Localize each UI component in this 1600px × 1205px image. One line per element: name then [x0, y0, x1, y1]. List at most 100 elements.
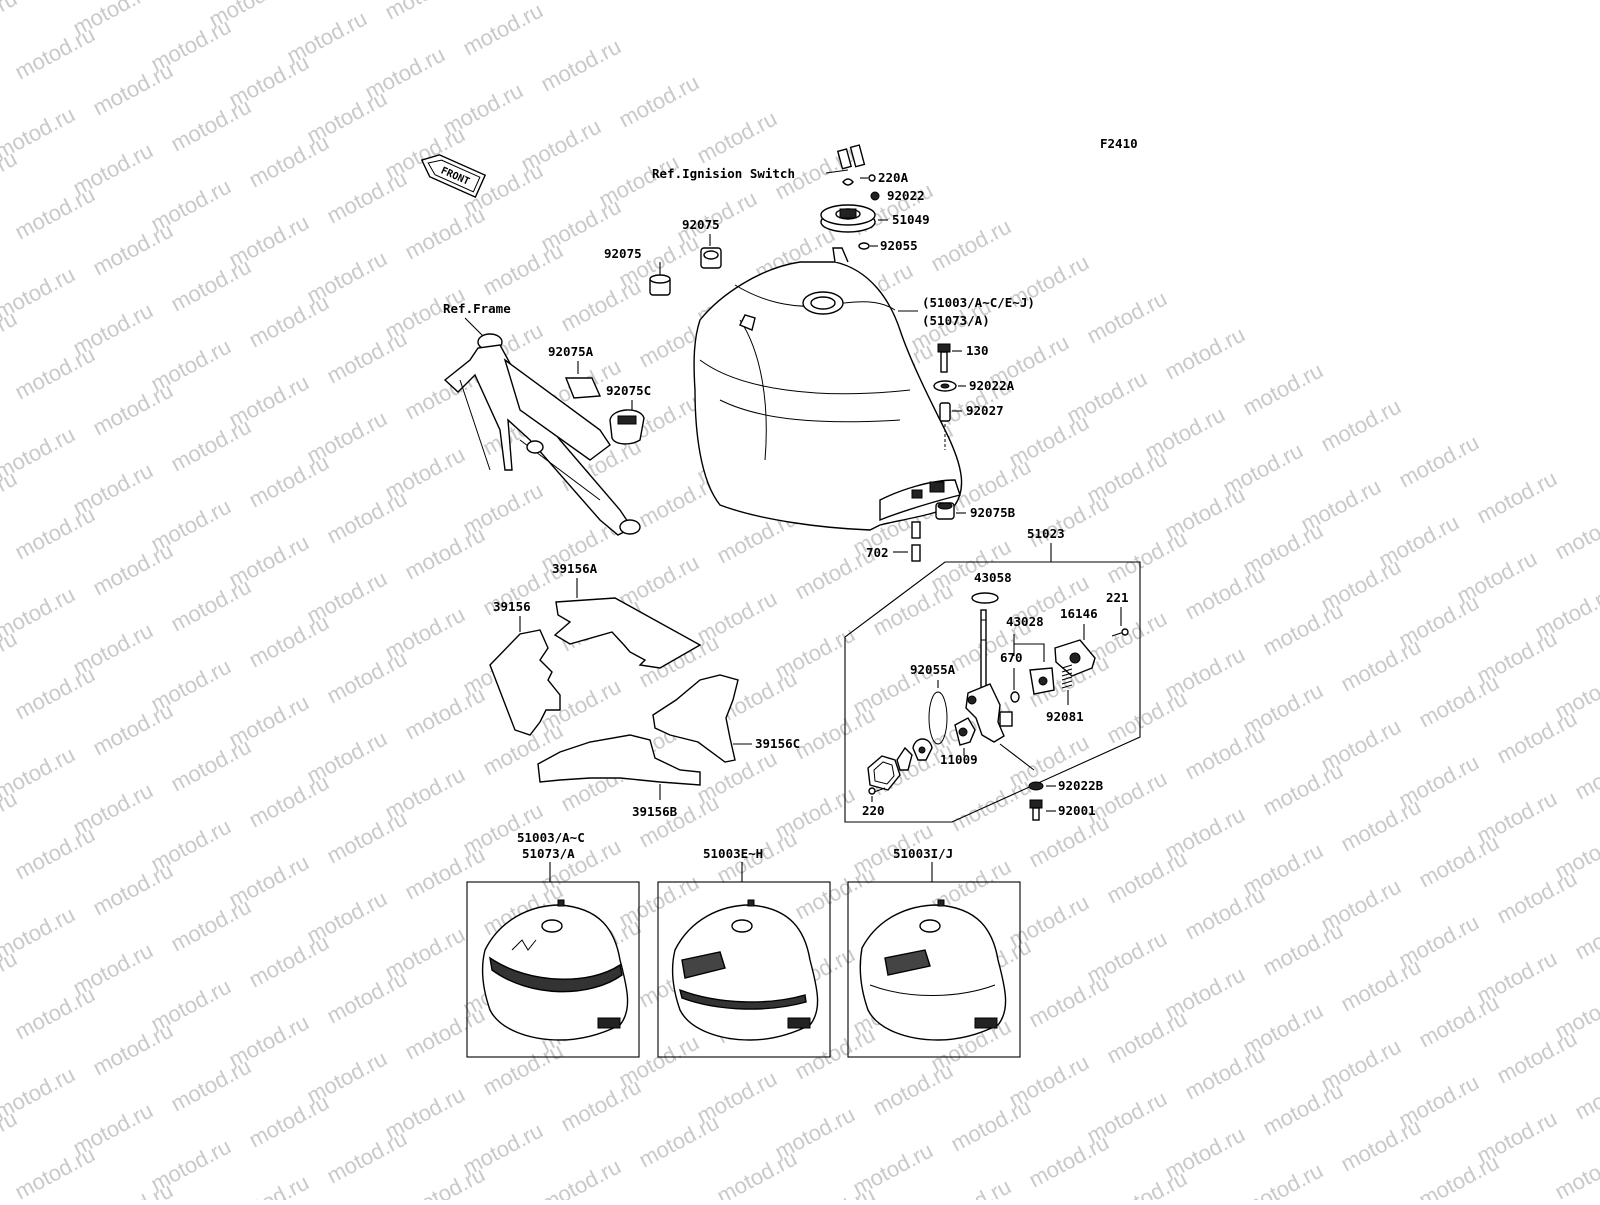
fuel-cap-icon [820, 204, 876, 233]
label-39156c: 39156C [755, 736, 800, 751]
watermark-text: motod.ru [401, 1002, 489, 1065]
fuel-tank-icon [693, 247, 963, 531]
label-39156: 39156 [493, 599, 531, 614]
watermark-text: motod.ru [1103, 1166, 1191, 1200]
watermark-text: motod.ru [635, 1110, 723, 1173]
watermark-text: motod.ru [89, 858, 177, 921]
label-tank-line2: (51073/A) [922, 313, 990, 328]
watermark-text: motod.ru [0, 0, 21, 48]
screw-221-icon [1111, 628, 1129, 637]
gasket-set-icon [867, 738, 933, 791]
pad-39156c-icon [652, 674, 739, 763]
o-ring-92055-icon [858, 242, 870, 250]
watermark-text: motod.ru [167, 254, 255, 317]
filter-11009-icon [954, 717, 976, 746]
watermark-text: motod.ru [89, 1178, 177, 1200]
label-43058: 43058 [974, 570, 1012, 585]
label-130: 130 [966, 343, 989, 358]
label-11009: 11009 [940, 752, 978, 767]
variant-1: 51003/A~C 51073/A [466, 830, 640, 1058]
label-51049: 51049 [892, 212, 930, 227]
watermark-text: motod.ru [1337, 954, 1425, 1017]
label-220: 220 [862, 803, 885, 818]
watermark-text: motod.ru [167, 1054, 255, 1117]
watermark-text: motod.ru [11, 182, 99, 245]
watermark-text: motod.ru [1415, 990, 1503, 1053]
watermark-text: motod.ru [947, 1094, 1035, 1157]
watermark-text: motod.ru [791, 1182, 879, 1200]
watermark-text: motod.ru [1103, 1006, 1191, 1069]
tank-variant-1-icon [481, 899, 629, 1041]
watermark-text: motod.ru [167, 414, 255, 477]
pin-702-top-icon [911, 521, 921, 539]
pad-39156-icon [489, 629, 561, 736]
watermark-text: motod.ru [1493, 866, 1581, 929]
frame-icon [443, 333, 641, 536]
watermark-text: motod.ru [323, 326, 411, 389]
rubber-92075a-icon [564, 377, 602, 399]
watermark-text: motod.ru [1181, 722, 1269, 785]
watermark-text: motod.ru [1259, 918, 1347, 981]
watermark-text: motod.ru [245, 130, 333, 193]
label-92055: 92055 [880, 238, 918, 253]
label-39156a: 39156A [552, 561, 598, 576]
watermark-text: motod.ru [927, 214, 1015, 277]
pad-39156b-icon [537, 734, 701, 786]
watermark-text: motod.ru [1317, 394, 1405, 457]
watermark-text: motod.ru [89, 698, 177, 761]
watermark-text: motod.ru [401, 202, 489, 265]
watermark-text: motod.ru [1571, 742, 1600, 805]
watermark-text: motod.ru [11, 1142, 99, 1200]
watermark-text: motod.ru [1025, 1130, 1113, 1193]
watermark-text: motod.ru [11, 342, 99, 405]
watermark-text: motod.ru [167, 574, 255, 637]
watermark-text: motod.ru [1337, 634, 1425, 697]
watermark-text: motod.ru [557, 1074, 645, 1137]
watermark-text: motod.ru [635, 790, 723, 853]
label-92027: 92027 [966, 403, 1004, 418]
watermark-text: motod.ru [1239, 1158, 1327, 1200]
watermark-text: motod.ru [1239, 358, 1327, 421]
watermark-text: motod.ru [1395, 430, 1483, 493]
watermark-text: motod.ru [1415, 830, 1503, 893]
watermark-text: motod.ru [615, 70, 703, 133]
watermark-text: motod.ru [459, 0, 547, 60]
watermark-text: motod.ru [11, 822, 99, 885]
watermark-text: motod.ru [0, 66, 1, 129]
watermark-text: motod.ru [0, 386, 1, 449]
watermark-text: motod.ru [89, 58, 177, 121]
screw-220-icon [868, 787, 886, 795]
washer-92022b-icon [1028, 781, 1044, 791]
watermark-text: motod.ru [1337, 1114, 1425, 1177]
damper-92075b-icon [935, 502, 955, 520]
watermark-text: motod.ru [0, 546, 1, 609]
watermark-text: motod.ru [401, 1162, 489, 1200]
watermark-text: motod.ru [245, 1090, 333, 1153]
o-ring-92055a-icon [928, 691, 948, 745]
fuel-cock-icon [965, 609, 1013, 743]
seal-43058-icon [971, 592, 999, 604]
watermark-text: motod.ru [11, 22, 99, 85]
label-92075c: 92075C [606, 383, 651, 398]
watermark-text: motod.ru [693, 106, 781, 169]
label-220a: 220A [878, 170, 909, 185]
watermark-text: motod.ru [1181, 1042, 1269, 1105]
watermark-text: motod.ru [245, 290, 333, 353]
variant-3: 51003I/J [847, 846, 1021, 1058]
watermark-text: motod.ru [323, 966, 411, 1029]
watermark-text: motod.ru [557, 274, 645, 337]
label-16146: 16146 [1060, 606, 1098, 621]
watermark-text: motod.ru [1337, 794, 1425, 857]
watermark-text: motod.ru [791, 702, 879, 765]
watermark-text: motod.ru [1025, 970, 1113, 1033]
watermark-text: motod.ru [791, 1022, 879, 1085]
watermark-text: motod.ru [323, 646, 411, 709]
fuel-cock-box [844, 561, 1141, 823]
watermark-text: motod.ru [381, 0, 469, 24]
watermark-text: motod.ru [323, 166, 411, 229]
variant-1-line1: 51003/A~C [517, 830, 585, 845]
watermark-text: motod.ru [11, 502, 99, 565]
tank-variant-2-icon [671, 899, 819, 1041]
